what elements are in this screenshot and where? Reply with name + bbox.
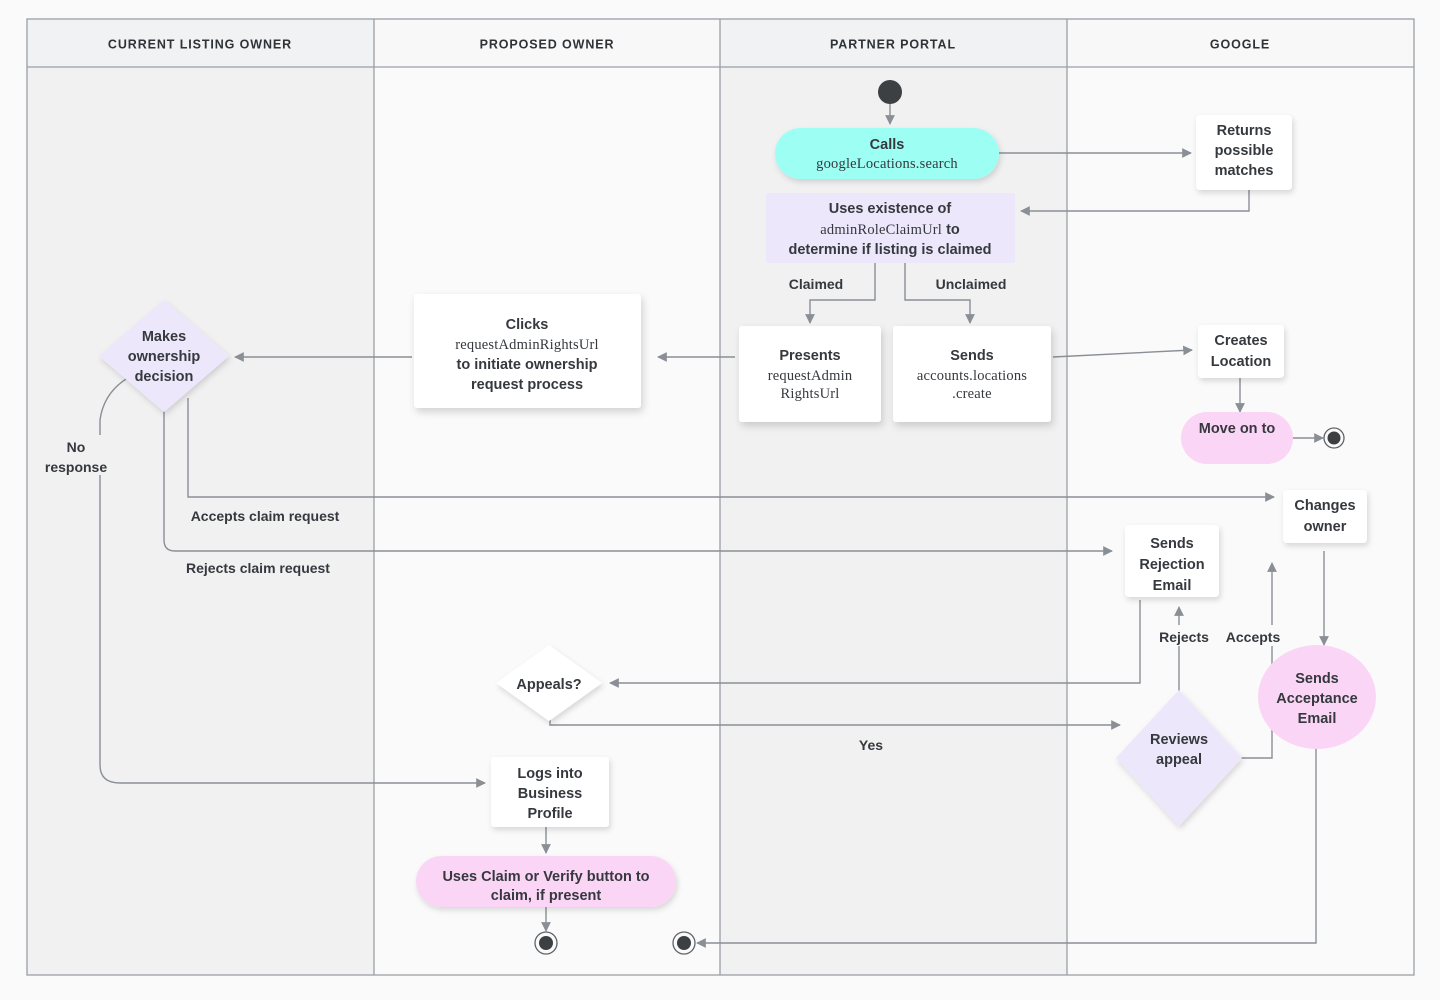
edge-label-accepts-bg: [1218, 625, 1288, 646]
node-creates-location[interactable]: Creates Location: [1198, 325, 1284, 378]
node-uses-existence-line-1: Uses existence of: [829, 201, 952, 217]
node-acceptance-email-line-3: Email: [1298, 711, 1337, 727]
node-logs-in-line-1: Logs into: [517, 766, 582, 782]
node-move-on-to[interactable]: Move on to: [1181, 412, 1293, 464]
node-sends-acceptance-email[interactable]: Sends Acceptance Email: [1258, 645, 1376, 749]
node-appeals[interactable]: Appeals?: [496, 645, 602, 721]
edge-label-no-response-line-2: response: [45, 459, 107, 475]
node-uses-claim-line-1: Uses Claim or Verify button to: [442, 869, 649, 885]
edge-uses-existence-to-sends-create: [904, 263, 975, 324]
edge-label-accepts-claim-bg: [176, 504, 356, 525]
lane-header-label-current-listing-owner: CURRENT LISTING OWNER: [108, 37, 292, 51]
node-sends-create-line-2: accounts.locations: [917, 368, 1027, 384]
node-creates-location-line-1: Creates: [1214, 333, 1267, 349]
node-changes-owner[interactable]: Changes owner: [1283, 490, 1367, 543]
edge-label-unclaimed: Unclaimed: [936, 276, 1007, 292]
edge-label-claimed: Claimed: [789, 276, 843, 292]
start-node-circle[interactable]: [878, 80, 902, 104]
edge-accepts-claim-request: [187, 398, 1275, 502]
edge-label-rejects-claim-request: Rejects claim request: [186, 560, 330, 576]
node-reviews-appeal[interactable]: Reviews appeal: [1116, 690, 1242, 826]
node-clicks-line-2: requestAdminRightsUrl: [455, 337, 599, 353]
node-returns-line-2: possible: [1215, 143, 1274, 159]
node-uses-claim-line-2: claim, if present: [491, 888, 602, 904]
lane-header-label-partner-portal: PARTNER PORTAL: [830, 37, 956, 51]
edge-label-rejects: Rejects: [1159, 629, 1209, 645]
node-calls-line-1: Calls: [870, 137, 905, 153]
node-presents-line-2: requestAdmin: [768, 368, 853, 384]
edge-rejection-email-to-appeals: [609, 600, 1141, 688]
edge-label-yes: Yes: [859, 737, 883, 753]
node-clicks-line-1: Clicks: [506, 317, 549, 333]
edge-label-rejects-claim-bg: [170, 556, 348, 577]
edge-no-response: [99, 374, 486, 788]
node-creates-location-line-2: Location: [1211, 354, 1271, 370]
lane-header-band-4: [1067, 19, 1414, 67]
edge-label-claimed-bg: [778, 272, 854, 293]
edge-label-accepts-claim-request: Accepts claim request: [191, 508, 340, 524]
edge-sends-create-to-creates-location: [1052, 345, 1193, 358]
node-returns-line-3: matches: [1215, 163, 1274, 179]
end-node-proposed-owner[interactable]: [534, 931, 558, 955]
node-sends-create-line-3: .create: [952, 386, 992, 402]
node-appeals-label: Appeals?: [516, 677, 581, 693]
node-acceptance-email-line-1: Sends: [1295, 671, 1339, 687]
edge-uses-existence-to-presents: [805, 263, 876, 324]
node-returns-possible-matches[interactable]: Returns possible matches: [1196, 115, 1292, 190]
node-changes-owner-line-2: owner: [1304, 519, 1347, 535]
node-changes-owner-line-1: Changes: [1294, 498, 1355, 514]
node-uses-claim-or-verify-button[interactable]: Uses Claim or Verify button to claim, if…: [416, 856, 676, 907]
node-clicks-line-3: to initiate ownership: [457, 357, 598, 373]
edge-label-no-response-line-1: No: [67, 439, 86, 455]
edge-label-no-response-bg: [38, 435, 118, 475]
edge-label-rejects-bg: [1152, 625, 1218, 646]
node-calls-google-locations-search[interactable]: Calls googleLocations.search: [775, 128, 999, 179]
node-rejection-email-line-3: Email: [1153, 578, 1192, 594]
node-sends-accounts-locations-create[interactable]: Sends accounts.locations .create: [893, 326, 1051, 422]
edge-label-unclaimed-bg: [921, 272, 1021, 293]
node-sends-rejection-email[interactable]: Sends Rejection Email: [1125, 525, 1219, 597]
node-uses-existence-of-adminroleclaimurl[interactable]: Uses existence of adminRoleClaimUrl to d…: [766, 193, 1015, 263]
node-logs-in-line-3: Profile: [527, 806, 572, 822]
end-node-partner-portal[interactable]: [672, 931, 696, 955]
node-presents-requestadminrightsurl[interactable]: Presents requestAdmin RightsUrl: [739, 326, 881, 422]
node-clicks-requestadminrightsurl[interactable]: Clicks requestAdminRightsUrl to initiate…: [414, 294, 641, 408]
node-move-on-to-label: Move on to: [1199, 421, 1276, 437]
edge-acceptance-email-to-end: [696, 731, 1317, 948]
node-makes-decision-line-3: decision: [135, 369, 194, 385]
node-returns-line-1: Returns: [1217, 123, 1272, 139]
end-node-google[interactable]: [1323, 427, 1345, 449]
node-makes-ownership-decision[interactable]: Makes ownership decision: [99, 300, 229, 412]
edge-rejects-claim-request: [163, 402, 1113, 556]
edge-label-accepts: Accepts: [1226, 629, 1281, 645]
node-presents-line-1: Presents: [779, 348, 840, 364]
lane-header-label-proposed-owner: PROPOSED OWNER: [480, 37, 615, 51]
node-clicks-line-4: request process: [471, 377, 583, 393]
node-logs-in-line-2: Business: [518, 786, 582, 802]
node-uses-existence-line-2: adminRoleClaimUrl to: [820, 222, 960, 238]
lane-header-band-2: [374, 19, 720, 67]
node-rejection-email-line-2: Rejection: [1139, 557, 1204, 573]
node-makes-decision-line-1: Makes: [142, 329, 186, 345]
lane-header-label-google: GOOGLE: [1210, 37, 1270, 51]
node-sends-create-line-1: Sends: [950, 348, 994, 364]
edge-returns-to-uses-existence: [1020, 186, 1250, 216]
node-logs-into-business-profile[interactable]: Logs into Business Profile: [491, 757, 609, 827]
node-presents-line-3: RightsUrl: [781, 386, 840, 402]
node-rejection-email-line-1: Sends: [1150, 536, 1194, 552]
node-calls-line-2: googleLocations.search: [816, 156, 958, 172]
node-reviews-appeal-line-1: Reviews: [1150, 732, 1208, 748]
node-makes-decision-line-2: ownership: [128, 349, 201, 365]
node-uses-existence-line-3: determine if listing is claimed: [788, 242, 991, 258]
node-reviews-appeal-line-2: appeal: [1156, 752, 1202, 768]
edge-label-yes-bg: [853, 733, 889, 754]
node-acceptance-email-line-2: Acceptance: [1276, 691, 1357, 707]
